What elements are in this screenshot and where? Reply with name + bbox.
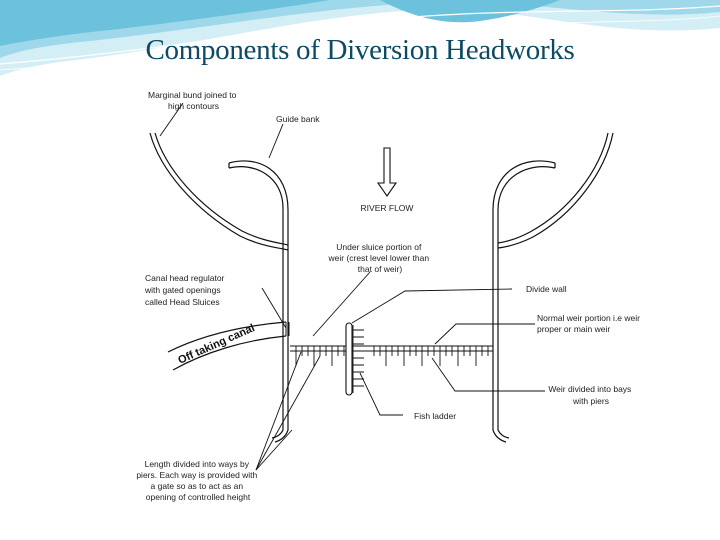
diversion-headworks-diagram: Marginal bund joined to high contours Gu… [136,90,642,502]
leader-length-3 [255,429,293,471]
canal-head-regulator [285,322,290,336]
right-marginal-bund [497,132,614,249]
slide-title: Components of Diversion Headworks [145,34,575,66]
leader-fish-ladder [359,372,403,416]
leader-lines [159,102,545,471]
left-marginal-bund [149,132,289,251]
label-weir-bays: Weir divided into bays with piers [548,384,633,406]
weir-pier-ticks [295,346,489,366]
label-off-taking-canal: Off taking canal [176,322,256,367]
leader-length-1 [255,351,302,471]
left-guide-bank [228,160,289,443]
header-wave-dark [0,0,330,46]
leader-weir-bays [431,357,545,392]
river-flow-arrow [376,147,398,197]
leader-marginal-bund [159,102,184,137]
leader-length-2 [255,355,321,471]
leader-under-sluice [312,271,371,337]
off-taking-canal [167,321,287,371]
label-guide-bank: Guide bank [276,114,320,124]
leader-guide-bank [268,123,284,159]
diagram-panel [130,82,678,514]
label-under-sluice: Under sluice portion of weir (crest leve… [328,242,432,274]
divide-wall [345,322,353,396]
label-marginal-bund: Marginal bund joined to high contours [148,90,239,111]
right-guide-bank [492,160,556,443]
label-canal-head-regulator: Canal head regulator with gated openings… [144,273,227,307]
fish-ladder [352,325,364,393]
leader-canal-head-regulator [261,287,287,329]
leader-divide-wall [351,288,513,324]
header-swoosh-line-2 [0,15,720,71]
label-fish-ladder: Fish ladder [414,411,456,421]
label-normal-weir: Normal weir portion i.e weir proper or m… [537,313,642,334]
weir-piers [295,346,489,366]
header-swoosh-line [0,5,720,65]
label-divide-wall: Divide wall [526,284,567,294]
label-length-divided: Length divided into ways by piers. Each … [136,459,259,502]
leader-normal-weir [434,323,535,345]
label-river-flow: RIVER FLOW [361,203,414,213]
weir-crest [290,345,493,352]
